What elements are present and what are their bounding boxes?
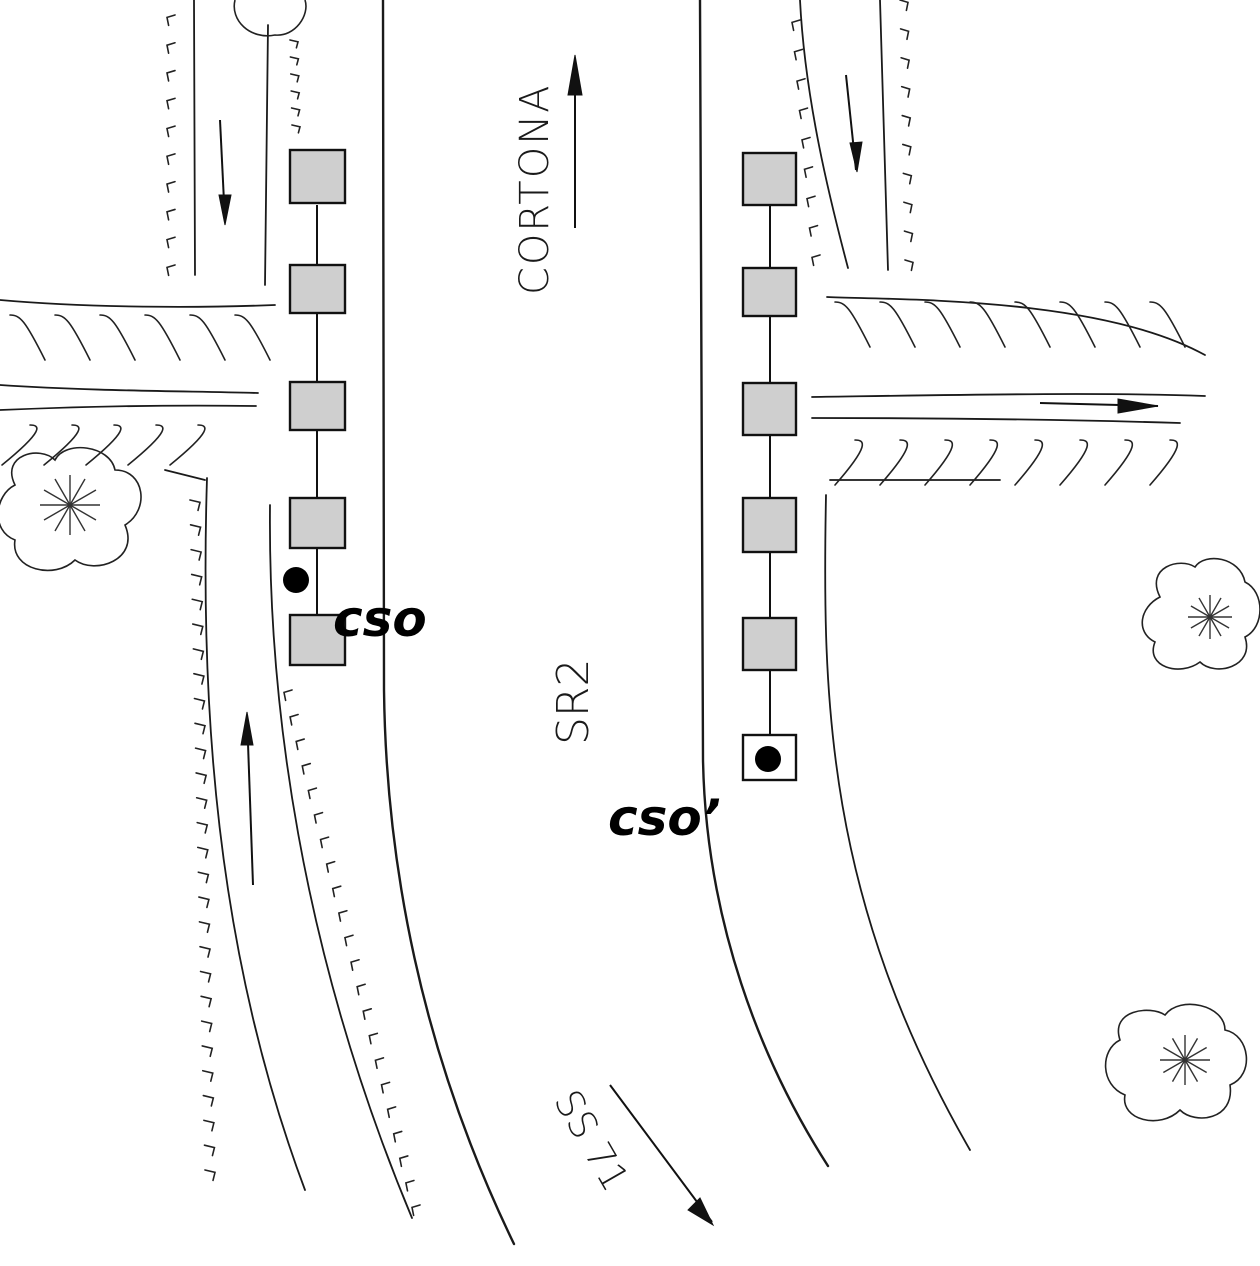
- east-marker-2: [741, 266, 798, 318]
- arrow-icon-ss: [609, 1084, 715, 1227]
- west-marker-4: [288, 496, 347, 550]
- east-marker-1: [741, 151, 798, 207]
- arrow-icon-east-side: [1039, 398, 1159, 414]
- point-a-label: cso: [333, 590, 427, 648]
- east-dot-icon: [755, 746, 781, 772]
- direction-code-label: SS 71: [545, 1083, 637, 1199]
- arrows: [218, 54, 1159, 1227]
- east-verge: [799, 0, 1206, 1151]
- west-verge: [0, 0, 413, 1219]
- arrow-icon-east-down: [845, 74, 863, 173]
- east-marker-5: [741, 616, 798, 672]
- east-marker-4: [741, 496, 798, 554]
- east-marker-3: [741, 381, 798, 437]
- arrow-icon-west-down: [218, 119, 232, 226]
- main-road-east-edge: [698, 0, 830, 1168]
- point-b-label: cso’: [608, 789, 721, 847]
- west-marker-1: [288, 148, 347, 205]
- tree-icon-1: [0, 446, 142, 572]
- west-marker-row: [283, 148, 347, 667]
- tree-icon-top: [233, 0, 307, 37]
- arrow-icon-north: [567, 54, 583, 228]
- main-road-west-edge: [381, 0, 516, 1246]
- tree-icon-3: [1104, 1003, 1248, 1122]
- west-dot-icon: [283, 567, 309, 593]
- arrow-icon-west-up: [240, 711, 254, 886]
- west-marker-3: [288, 380, 347, 432]
- kerb-ticks: [1, 0, 1186, 1217]
- west-marker-2: [288, 263, 347, 315]
- tree-icon-2: [1141, 557, 1260, 670]
- destination-label: CORTONA: [512, 84, 558, 296]
- road-code-label: SR2: [548, 659, 599, 746]
- east-marker-row: [741, 151, 798, 782]
- main-road: [381, 0, 830, 1246]
- west-marker-5: [288, 613, 347, 667]
